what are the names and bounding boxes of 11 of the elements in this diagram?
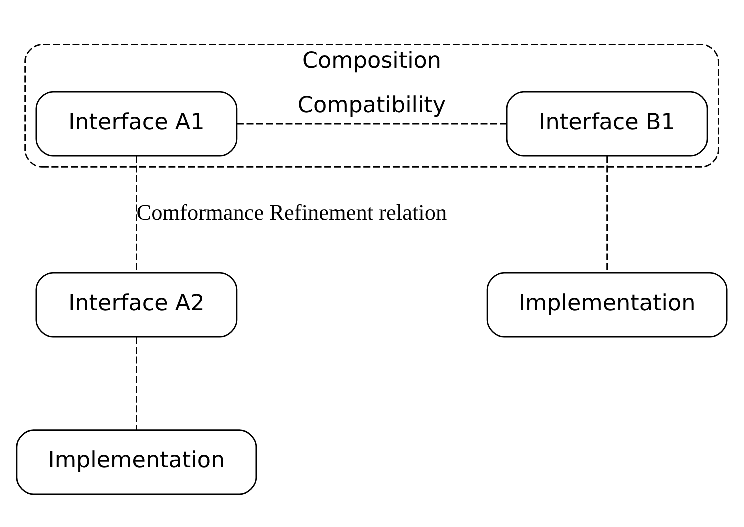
edge-label: Comformance Refinement relation bbox=[136, 199, 448, 224]
node-box: Interface B1 bbox=[506, 90, 708, 156]
connector bbox=[136, 336, 138, 430]
node-box: Interface A2 bbox=[36, 272, 238, 338]
connector bbox=[237, 122, 507, 124]
connector bbox=[136, 156, 138, 272]
edge-label: Compatibility bbox=[298, 92, 446, 118]
node-box: Interface A1 bbox=[36, 90, 238, 156]
connector bbox=[606, 156, 608, 272]
node-box: Implementation bbox=[16, 429, 258, 495]
node-box: Implementation bbox=[486, 272, 728, 338]
